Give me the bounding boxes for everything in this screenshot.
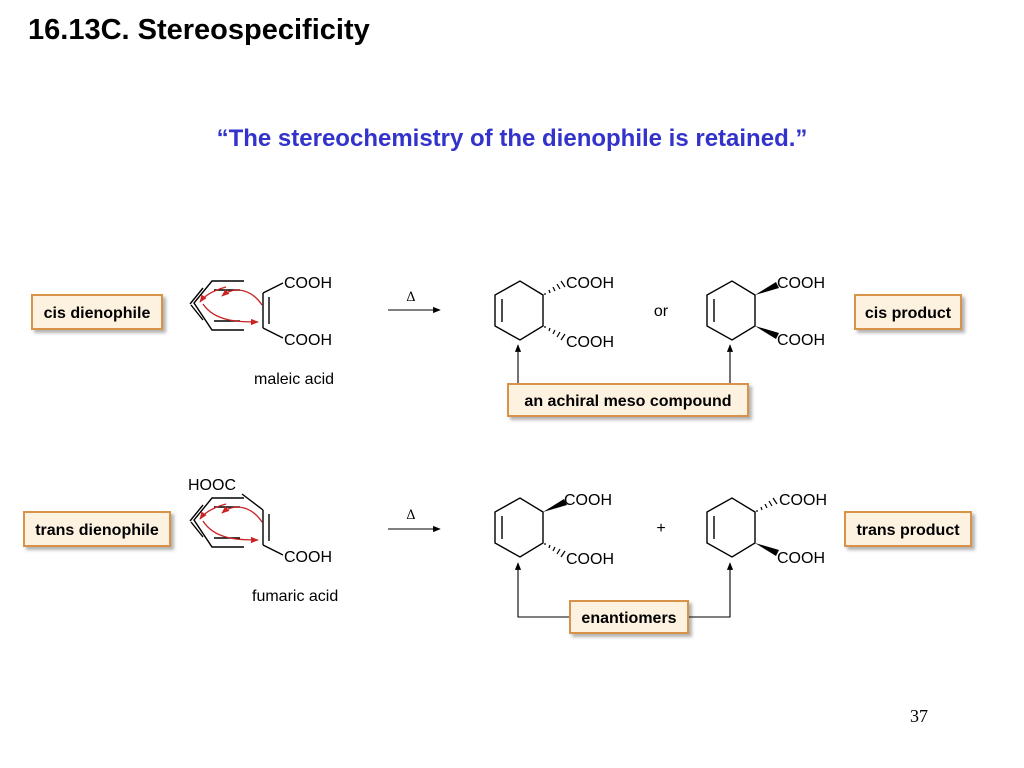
trans-product-2-top-group: COOH [779,492,827,509]
slide-title: 16.13C. Stereospecificity [28,14,370,46]
cis-product-label: cis product [854,294,962,330]
fumaric-bottom-group: COOH [284,549,332,566]
enantiomers-note: enantiomers [569,600,689,634]
meso-note: an achiral meso compound [507,383,749,417]
slide-quote: “The stereochemistry of the dienophile i… [216,125,808,152]
cis-connector: or [654,303,669,320]
trans-dienophile-label: trans dienophile [23,511,171,547]
cis-product-1-bottom-group: COOH [566,334,614,351]
maleic-acid-name: maleic acid [254,371,334,388]
trans-diene [189,497,244,548]
trans-product-label: trans product [844,511,972,547]
fumaric-top-group: HOOC [188,477,236,494]
trans-connector: + [656,520,665,537]
cis-product-1-top-group: COOH [566,275,614,292]
trans-product-text: trans product [856,522,960,539]
enantiomers-note-text: enantiomers [581,610,676,627]
trans-product-1-top-group: COOH [564,492,612,509]
cis-product-text: cis product [865,305,952,322]
maleic-acid-structure [262,282,284,339]
cis-product-2 [706,280,779,341]
maleic-top-group: COOH [284,275,332,292]
meso-note-text: an achiral meso compound [524,393,731,410]
cis-diene [189,280,244,331]
cis-product-2-top-group: COOH [777,275,825,292]
fumaric-acid-name: fumaric acid [252,588,338,605]
maleic-bottom-group: COOH [284,332,332,349]
cis-product-1 [494,280,566,341]
trans-product-2-bottom-group: COOH [777,550,825,567]
trans-product-2 [706,497,779,558]
cis-heat-symbol: Δ [406,290,415,305]
cis-dienophile-text: cis dienophile [44,305,151,322]
trans-heat-symbol: Δ [406,508,415,523]
enantiomers-arrow-right [688,562,734,618]
trans-dienophile-text: trans dienophile [35,522,159,539]
cis-dienophile-label: cis dienophile [31,294,163,330]
enantiomers-arrow-left [514,562,570,618]
cis-product-2-bottom-group: COOH [777,332,825,349]
fumaric-acid-structure [241,493,284,556]
page-number: 37 [910,706,928,726]
trans-electron-arrows [199,503,263,544]
trans-product-1-bottom-group: COOH [566,551,614,568]
cis-electron-arrows [199,286,263,326]
trans-product-1 [494,497,567,558]
